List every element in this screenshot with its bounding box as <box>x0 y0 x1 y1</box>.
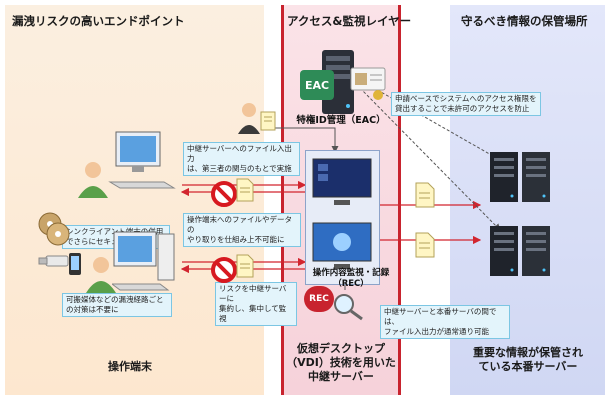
document-icon <box>236 254 254 278</box>
storage-zone-title: 守るべき情報の保管場所 <box>461 14 588 28</box>
admin-person-icon <box>238 103 276 134</box>
storage-zone-footer: 重要な情報が保管されている本番サーバー <box>473 346 583 373</box>
prohibit-icon <box>211 257 237 283</box>
note-terminal-exchange: 操作端末へのファイルやデータのやり取りを仕組み上不可能に <box>183 213 301 247</box>
access-zone-footer: 仮想デスクトップ（VDI）技術を用いた中継サーバー <box>286 342 396 383</box>
note-risk-concentrate: リスクを中継サーバーに集約し、集中して監視 <box>215 282 297 326</box>
note-portable-media: 可搬媒体などの漏洩経路ごとの対策は不要に <box>62 293 172 317</box>
magnifier-icon <box>334 294 363 321</box>
document-icon <box>415 182 435 208</box>
rack-server-icon <box>490 152 550 202</box>
thin-client-icon <box>112 231 175 291</box>
pc-icon <box>108 131 176 189</box>
document-icon <box>415 232 435 258</box>
note-application-based: 申請ベースでシステムへのアクセス権限を貸出することで未許可のアクセスを防止 <box>391 92 541 116</box>
usb-icon <box>38 255 69 267</box>
prohibit-icon <box>211 181 237 207</box>
monitor-icon <box>312 222 372 269</box>
note-relay-io: 中継サーバーへのファイル入出力は、第三者の関与のもとで実施 <box>183 142 300 176</box>
person-icon <box>86 257 116 293</box>
document-icon <box>236 178 254 202</box>
rec-caption: 操作内容監視・記録（REC） <box>312 268 390 289</box>
eac-badge: EAC <box>300 70 334 100</box>
endpoint-zone-title: 漏洩リスクの高いエンドポイント <box>12 14 185 28</box>
note-relay-to-prod: 中継サーバーと本番サーバの間では、ファイル入出力が通常通り可能 <box>380 305 510 339</box>
endpoint-zone-footer: 操作端末 <box>108 360 152 373</box>
monitor-icon <box>312 158 372 205</box>
phone-icon <box>69 253 81 275</box>
access-zone-title: アクセス&監視レイヤー <box>287 14 412 28</box>
cd-icon <box>38 212 70 246</box>
rec-badge: REC <box>304 286 334 312</box>
rack-server-icon <box>490 226 550 276</box>
person-icon <box>78 162 108 198</box>
eac-caption: 特権ID管理（EAC） <box>296 115 386 126</box>
key-card-icon <box>350 67 386 100</box>
